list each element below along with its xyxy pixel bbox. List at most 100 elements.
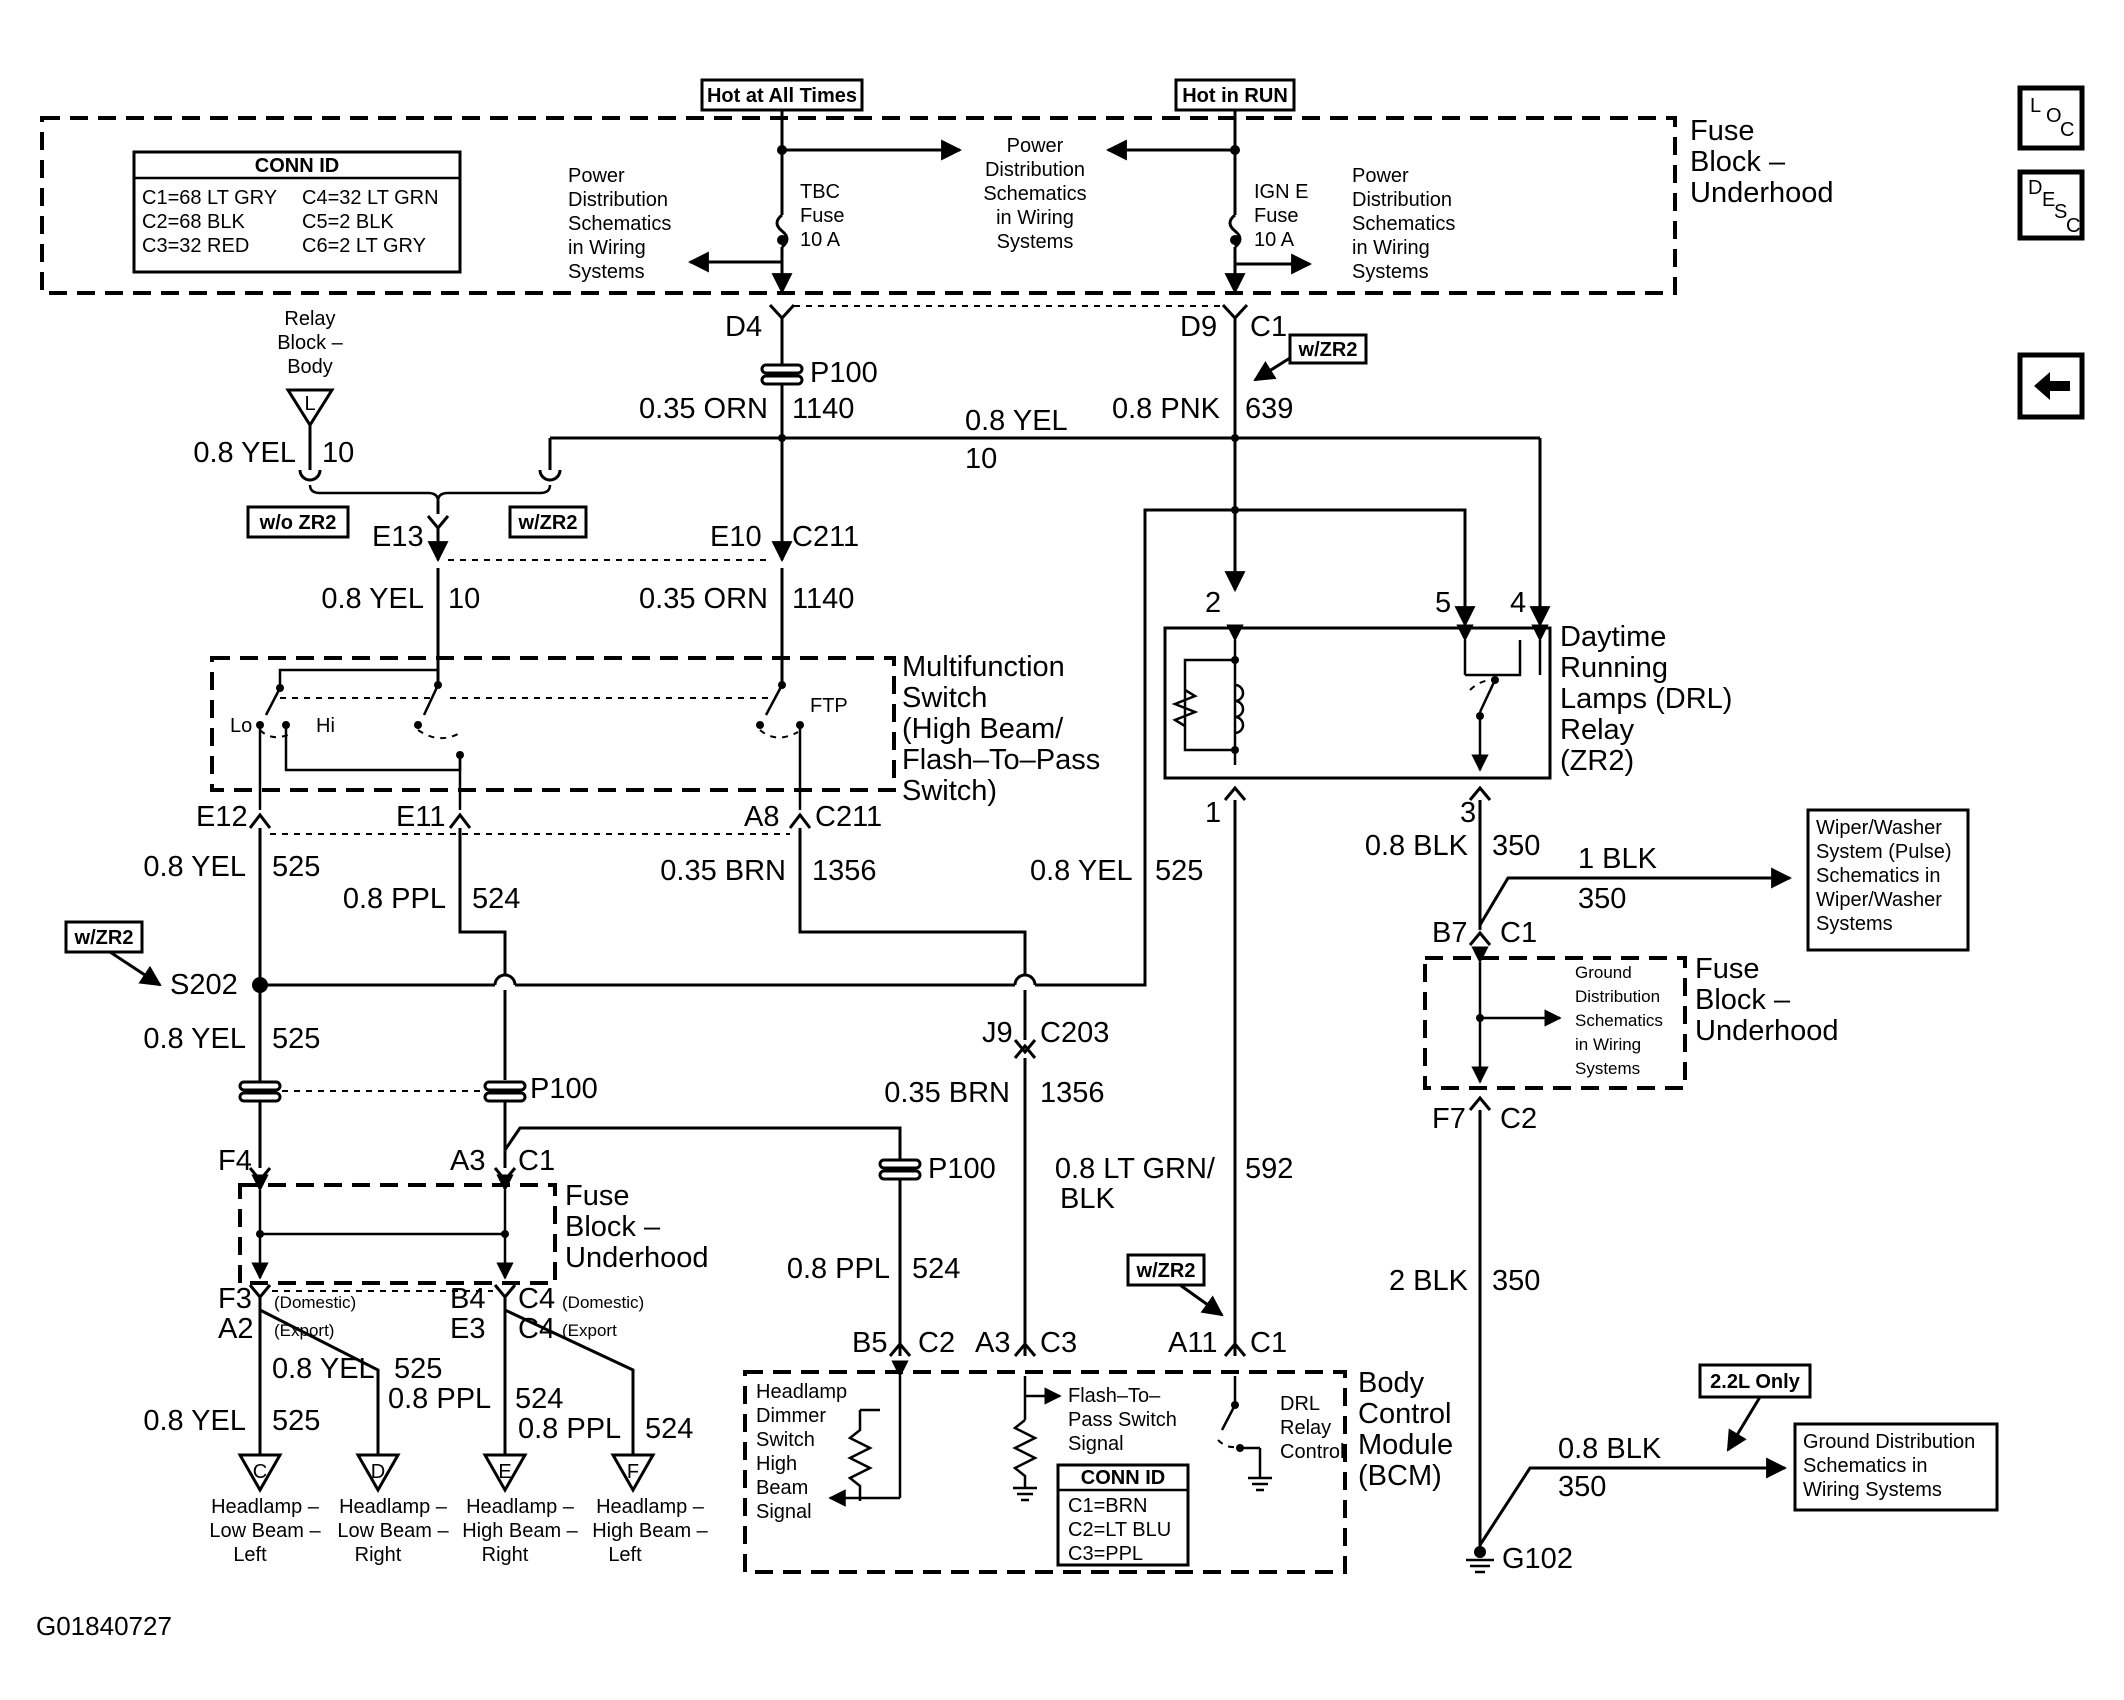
conn-c2-fb: C2 <box>1500 1103 1537 1135</box>
svg-text:CONN ID: CONN ID <box>1081 1467 1165 1489</box>
wire-yel-10-b-num: 10 <box>965 443 997 475</box>
svg-text:C: C <box>2066 215 2080 237</box>
svg-text:Daytime: Daytime <box>1560 621 1666 653</box>
conn-j9: J9 <box>982 1017 1013 1049</box>
svg-text:DRL: DRL <box>1280 1393 1320 1415</box>
svg-text:Headlamp –: Headlamp – <box>596 1496 705 1518</box>
conn-p100-low: P100 <box>928 1153 996 1185</box>
label-domestic-l: (Domestic) <box>274 1293 356 1312</box>
wo-zr2-tag: w/o ZR2 <box>246 505 350 539</box>
conn-e10: E10 <box>710 521 762 553</box>
wire-ppl-524-b: 0.8 PPL <box>787 1253 890 1285</box>
svg-text:in Wiring: in Wiring <box>568 237 646 259</box>
wire-orn-1140-b: 0.35 ORN <box>639 583 768 615</box>
svg-text:Switch): Switch) <box>902 775 997 807</box>
svg-text:10 A: 10 A <box>800 229 841 251</box>
wire-blk-350-d-num: 350 <box>1558 1471 1606 1503</box>
conn-id-top-row: C2=68 BLK <box>142 211 246 233</box>
conn-e3: E3 <box>450 1313 485 1345</box>
image-id-label: G01840727 <box>36 1611 172 1641</box>
svg-text:Power: Power <box>568 165 625 187</box>
tbc-fuse-label: TBC Fuse 10 A <box>800 181 844 251</box>
svg-text:C3=PPL: C3=PPL <box>1068 1543 1143 1565</box>
svg-text:w/ZR2: w/ZR2 <box>1136 1260 1196 1282</box>
headlamp-high-beam-right: E Headlamp – High Beam – Right <box>462 1453 579 1566</box>
svg-text:Multifunction: Multifunction <box>902 651 1065 683</box>
svg-text:D: D <box>2028 177 2042 199</box>
svg-text:(BCM): (BCM) <box>1358 1460 1442 1492</box>
wire-yel-10-a: 0.8 YEL <box>193 437 296 469</box>
conn-c211-top: C211 <box>792 521 859 553</box>
svg-text:Control: Control <box>1280 1441 1344 1463</box>
svg-text:Distribution: Distribution <box>985 159 1085 181</box>
conn-c211-bot: C211 <box>815 801 882 833</box>
fuse-block-top-line-3: Underhood <box>1690 177 1834 209</box>
power-distribution-center-note: Power Distribution Schematics in Wiring … <box>983 135 1086 253</box>
label-export-r: (Export <box>562 1321 617 1340</box>
desc-button[interactable]: D E S C <box>2017 169 2085 241</box>
wire-yel-10-c-num: 10 <box>448 583 480 615</box>
svg-text:Underhood: Underhood <box>565 1242 709 1274</box>
p100-mid-connector <box>483 1080 527 1092</box>
svg-text:4: 4 <box>1510 587 1526 619</box>
conn-c1-mid: C1 <box>518 1145 555 1177</box>
fuse-block-underhood-top <box>40 116 1677 295</box>
svg-text:in Wiring: in Wiring <box>996 207 1074 229</box>
wire-brn-1356-a-num: 1356 <box>812 855 877 887</box>
svg-text:Power: Power <box>1352 165 1409 187</box>
wire-orn-1140-b-num: 1140 <box>792 583 854 615</box>
wire-yel-10-b: 0.8 YEL <box>965 405 1068 437</box>
conn-p100-top: P100 <box>810 357 878 389</box>
w-zr2-tag-left: w/ZR2 <box>508 505 588 539</box>
wire-yel-525-a: 0.8 YEL <box>143 851 246 883</box>
conn-id-top-row: C4=32 LT GRN <box>302 187 439 209</box>
svg-text:Distribution: Distribution <box>568 189 668 211</box>
svg-text:L: L <box>2030 95 2041 117</box>
svg-text:C: C <box>2060 119 2074 141</box>
conn-s202: S202 <box>170 969 238 1001</box>
fuse-block-right-label: Fuse Block – Underhood <box>1695 953 1839 1047</box>
conn-c4a: C4 <box>518 1283 555 1315</box>
g102-ground-icon <box>1466 1546 1494 1574</box>
back-button[interactable] <box>2017 352 2085 420</box>
conn-b5: B5 <box>852 1327 887 1359</box>
label-export-l: (Export) <box>274 1321 334 1340</box>
fuse-block-top-line-1: Fuse <box>1690 115 1754 147</box>
wire-brn-1356-b: 0.35 BRN <box>884 1077 1010 1109</box>
conn-id-top-row: C1=68 LT GRY <box>142 187 277 209</box>
headlamp-high-beam-left: F Headlamp – High Beam – Left <box>592 1453 709 1566</box>
svg-text:Module: Module <box>1358 1429 1453 1461</box>
wire-yel-525-d-num: 525 <box>394 1353 442 1385</box>
hot-at-all-times-label: Hot at All Times <box>700 78 864 112</box>
conn-id-top-row: C6=2 LT GRY <box>302 235 426 257</box>
wire-blk-350-a: 0.8 BLK <box>1365 830 1469 862</box>
svg-text:O: O <box>2046 105 2062 127</box>
svg-text:S: S <box>2054 201 2067 223</box>
conn-d9: D9 <box>1180 311 1217 343</box>
loc-button[interactable]: L O C <box>2017 85 2085 151</box>
svg-text:Ground: Ground <box>1575 963 1632 982</box>
conn-c1-bcm: C1 <box>1250 1327 1287 1359</box>
svg-text:Body: Body <box>287 356 333 378</box>
conn-e13: E13 <box>372 521 424 553</box>
wire-ppl-524-c-num: 524 <box>515 1383 563 1415</box>
fuse-block-underhood-right <box>1423 956 1687 1090</box>
wiper-washer-box: Wiper/Washer System (Pulse) Schematics i… <box>1806 808 1970 952</box>
wire-orn-1140-a-num: 1140 <box>792 393 854 425</box>
drl-relay-pin-labels: 2 5 4 1 3 <box>1205 587 1526 829</box>
wire-yel-525-d: 0.8 YEL <box>272 1353 375 1385</box>
conn-a8: A8 <box>744 801 779 833</box>
svg-text:E: E <box>2042 189 2055 211</box>
svg-text:Flash–To–: Flash–To– <box>1068 1385 1161 1407</box>
svg-text:2: 2 <box>1205 587 1221 619</box>
svg-text:Headlamp: Headlamp <box>756 1381 847 1403</box>
svg-text:Signal: Signal <box>756 1501 812 1523</box>
svg-text:C1=BRN: C1=BRN <box>1068 1495 1147 1517</box>
w-zr2-tag-s202: w/ZR2 <box>64 920 162 987</box>
conn-id-top-row: C5=2 BLK <box>302 211 394 233</box>
wire-yel-525-a-num: 525 <box>272 851 320 883</box>
svg-text:D: D <box>371 1461 385 1483</box>
svg-text:Dimmer: Dimmer <box>756 1405 826 1427</box>
svg-text:2.2L Only: 2.2L Only <box>1710 1371 1801 1393</box>
svg-text:System (Pulse): System (Pulse) <box>1816 841 1952 863</box>
